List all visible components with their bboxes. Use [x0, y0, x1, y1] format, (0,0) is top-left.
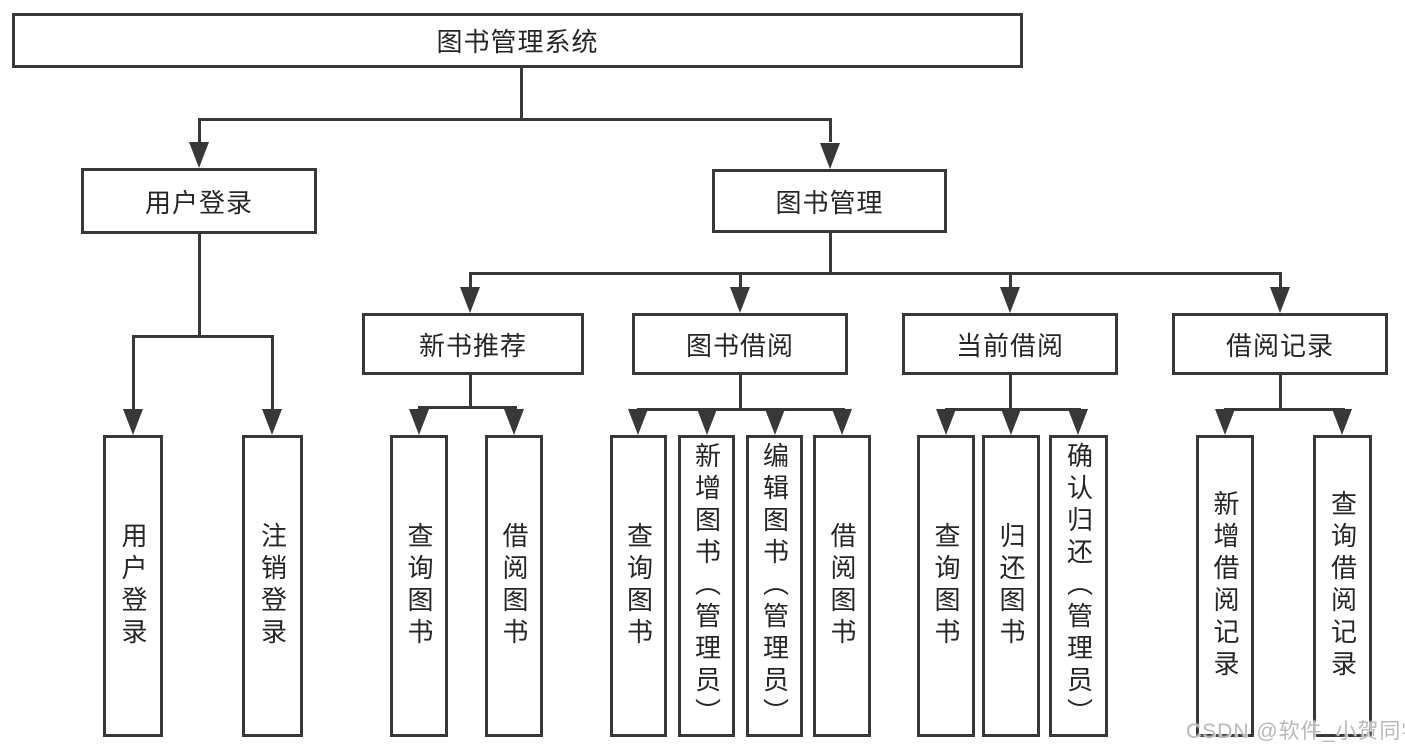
connector-drop-borrowing-records: [1279, 272, 1282, 287]
arrowhead-borrowing-records: [1270, 287, 1290, 313]
leaf-query-borrow-record: 查询借阅记录: [1313, 435, 1372, 737]
watermark: CSDN @软件_小贺同学: [1186, 720, 1405, 743]
leaf-edit-book-admin-label: 编辑图书（管理员）: [759, 442, 790, 730]
connector-current-borrowing-stem: [1009, 375, 1012, 408]
connector-new-book-branch: [418, 406, 517, 409]
leaf-add-borrow-record: 新增借阅记录: [1196, 435, 1254, 737]
arrowhead-login-leaf: [123, 409, 143, 435]
arrowhead-borrowing-add: [697, 409, 717, 435]
connector-drop-user-login: [198, 118, 201, 142]
arrowhead-borrowing-edit: [765, 409, 785, 435]
node-borrowing-records-label: 借阅记录: [1225, 330, 1334, 361]
connector-drop-current-borrowing: [1009, 272, 1012, 287]
connector-drop-new-book: [469, 272, 472, 287]
connector-borrowing-records-stem: [1279, 375, 1282, 408]
connector-user-login-branch: [132, 335, 274, 338]
arrowhead-records-query: [1332, 409, 1352, 435]
node-user-login-label: 用户登录: [144, 187, 253, 218]
leaf-newbook-borrow-books: 借阅图书: [485, 435, 543, 737]
node-borrowing-records: 借阅记录: [1172, 313, 1388, 375]
arrowhead-current-query: [936, 409, 956, 435]
leaf-borrowing-query-books: 查询图书: [610, 435, 667, 737]
connector-book-management-stem: [829, 233, 832, 272]
node-user-login: 用户登录: [81, 168, 317, 234]
connector-drop-login-leaf: [132, 335, 135, 409]
arrowhead-current-confirm: [1068, 409, 1088, 435]
leaf-confirm-return-admin-label: 确认归还（管理员）: [1063, 442, 1094, 730]
leaf-current-query-books-label: 查询图书: [931, 522, 961, 650]
leaf-logout: 注销登录: [242, 435, 303, 737]
leaf-return-books-label: 归还图书: [996, 522, 1026, 650]
node-new-book-recommend-label: 新书推荐: [418, 330, 527, 361]
node-current-borrowing-label: 当前借阅: [955, 330, 1064, 361]
arrowhead-book-borrowing: [730, 287, 750, 313]
connector-book-borrowing-stem: [739, 375, 742, 408]
leaf-newbook-borrow-books-label: 借阅图书: [499, 522, 529, 650]
connector-drop-book-management: [829, 118, 832, 142]
leaf-add-book-admin-label: 新增图书（管理员）: [691, 442, 722, 730]
arrowhead-book-management: [820, 143, 840, 169]
leaf-edit-book-admin: 编辑图书（管理员）: [746, 435, 803, 737]
connector-new-book-stem: [469, 375, 472, 406]
node-root-label: 图书管理系统: [436, 27, 599, 57]
arrowhead-current-return: [1001, 409, 1021, 435]
leaf-user-login-label: 用户登录: [118, 522, 148, 650]
leaf-borrowing-query-books-label: 查询图书: [623, 522, 654, 650]
connector-user-login-stem: [198, 234, 201, 335]
connector-borrowing-records-branch: [1224, 408, 1345, 411]
leaf-confirm-return-admin: 确认归还（管理员）: [1049, 435, 1108, 737]
node-book-management-label: 图书管理: [775, 187, 884, 218]
arrowhead-current-borrowing: [1000, 287, 1020, 313]
arrowhead-new-book: [460, 287, 480, 313]
leaf-logout-label: 注销登录: [257, 522, 288, 650]
connector-root-branch: [198, 118, 832, 121]
node-current-borrowing: 当前借阅: [902, 313, 1118, 375]
leaf-return-books: 归还图书: [982, 435, 1040, 737]
leaf-borrowing-borrow-books-label: 借阅图书: [827, 522, 857, 650]
arrowhead-user-login: [189, 142, 209, 168]
arrowhead-newbook-borrow: [504, 409, 524, 435]
leaf-add-borrow-record-label: 新增借阅记录: [1210, 490, 1240, 682]
arrowhead-borrowing-borrow: [832, 409, 852, 435]
arrowhead-newbook-query: [409, 409, 429, 435]
arrowhead-records-add: [1215, 409, 1235, 435]
connector-drop-logout-leaf: [271, 335, 274, 409]
leaf-query-borrow-record-label: 查询借阅记录: [1327, 490, 1358, 682]
connector-root-stem: [520, 68, 523, 118]
leaf-newbook-query-books: 查询图书: [390, 435, 448, 737]
leaf-borrowing-borrow-books: 借阅图书: [813, 435, 871, 737]
node-root: 图书管理系统: [12, 13, 1023, 68]
leaf-current-query-books: 查询图书: [917, 435, 975, 737]
leaf-user-login: 用户登录: [103, 435, 163, 737]
node-new-book-recommend: 新书推荐: [362, 313, 584, 375]
connector-book-borrowing-branch: [637, 408, 845, 411]
leaf-add-book-admin: 新增图书（管理员）: [678, 435, 735, 737]
leaf-newbook-query-books-label: 查询图书: [404, 522, 434, 650]
arrowhead-borrowing-query: [628, 409, 648, 435]
connector-drop-book-borrowing: [739, 272, 742, 287]
node-book-borrowing-label: 图书借阅: [685, 330, 794, 361]
node-book-borrowing: 图书借阅: [632, 313, 848, 375]
arrowhead-logout-leaf: [262, 409, 282, 435]
node-book-management: 图书管理: [712, 169, 947, 233]
connector-level3-branch: [469, 272, 1282, 275]
